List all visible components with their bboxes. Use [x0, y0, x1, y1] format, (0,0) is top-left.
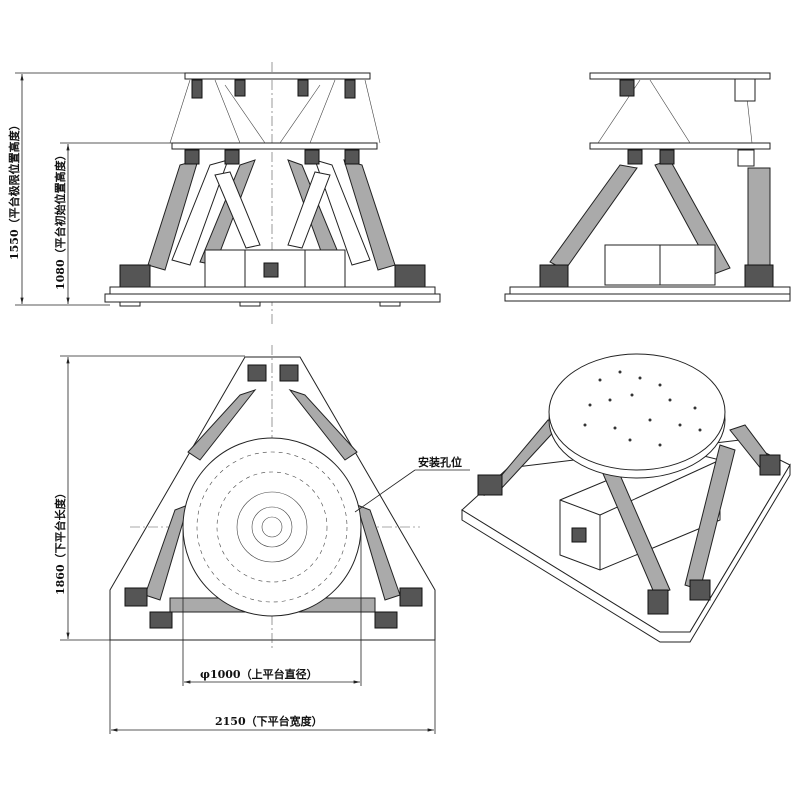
isometric-view [461, 353, 791, 643]
height-dimensions: 1550（平台极限位置高度） 1080（平台初始位置高度） [7, 72, 185, 306]
diameter-label: φ1000（上平台直径） [200, 667, 318, 681]
mounting-holes-label: 安装孔位 [418, 455, 462, 469]
front-view [104, 62, 441, 325]
max-height-label: 1550（平台极限位置高度） [7, 119, 21, 260]
top-view [109, 345, 436, 650]
initial-height-label: 1080（平台初始位置高度） [53, 149, 67, 290]
width-label: 2150（下平台宽度） [215, 714, 323, 728]
plan-dimensions: 1860（下平台长度） φ1000（上平台直径） 2150（下平台宽度） 安装孔… [53, 355, 470, 734]
length-label: 1860（下平台长度） [53, 487, 67, 595]
side-view [504, 72, 791, 302]
